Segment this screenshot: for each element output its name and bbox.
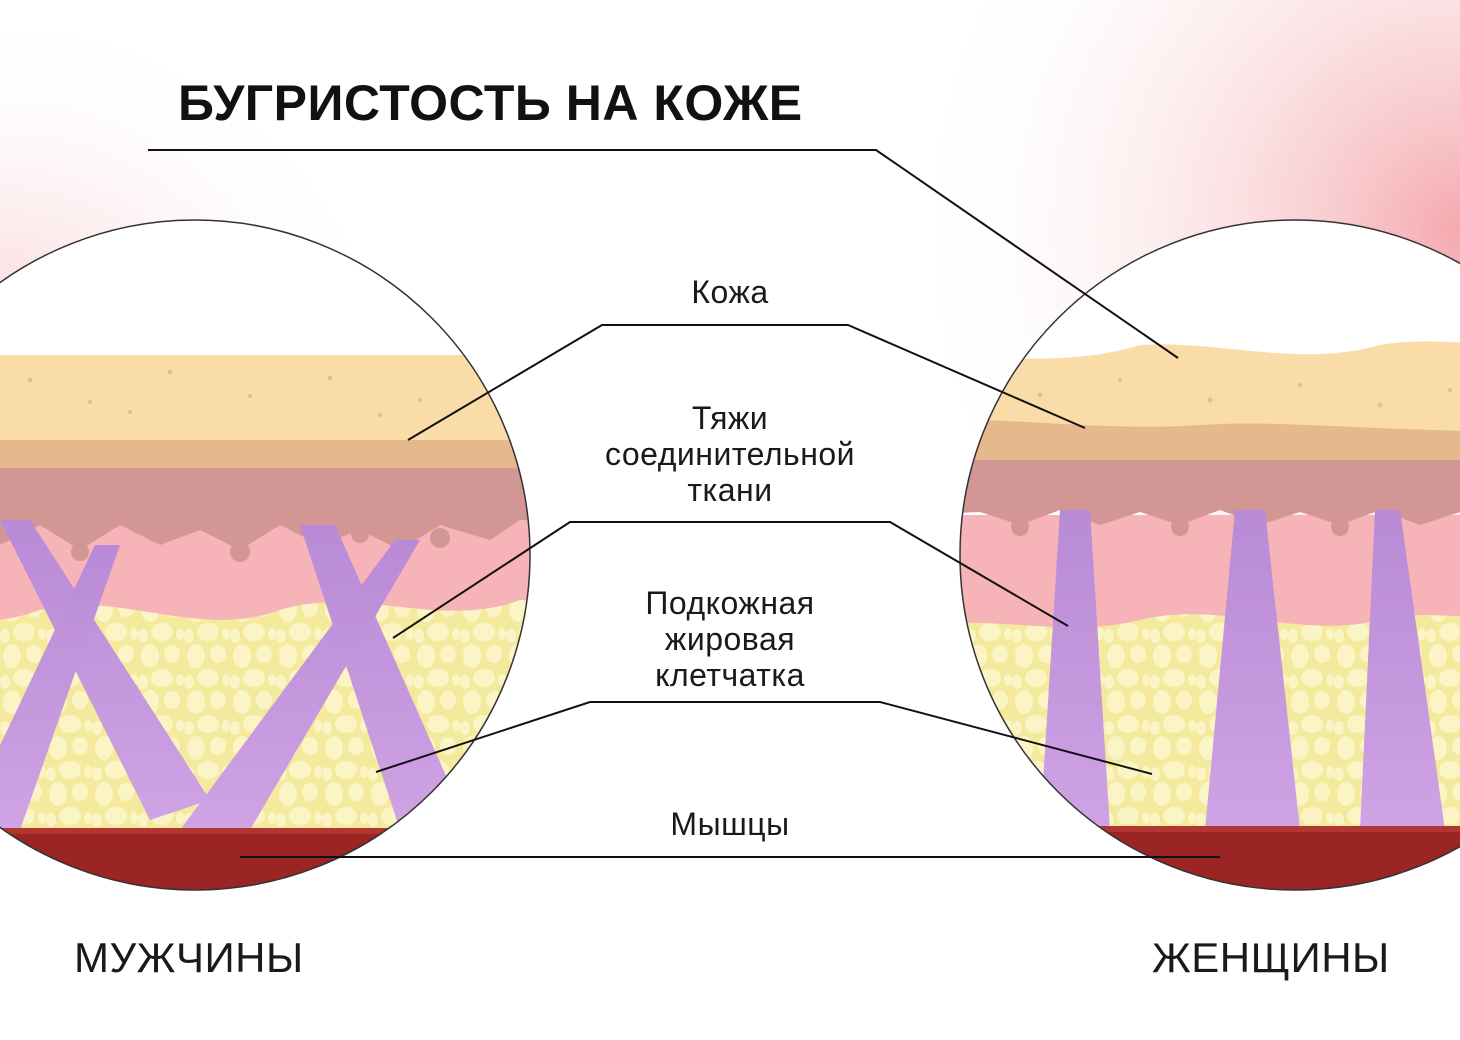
skin-leader-line [407, 324, 1086, 441]
men-skin-layer [0, 355, 530, 440]
women-caption: ЖЕНЩИНЫ [1152, 934, 1390, 981]
men-caption: МУЖЧИНЫ [74, 934, 304, 981]
women-skin-layer [960, 341, 1460, 430]
connective-tissue-label-line: Тяжи [691, 400, 769, 436]
men-septum [300, 525, 470, 830]
muscles-label-text: Мышцы [670, 806, 790, 842]
men-dermis [0, 468, 530, 550]
women-muscle-layer [960, 826, 1460, 890]
page-title: БУГРИСТОСТЬ НА КОЖЕ [178, 75, 803, 131]
connective-tissue-label: Тяжи соединительной ткани [520, 400, 940, 508]
men-septum [0, 520, 210, 820]
title-leader-line [148, 149, 1179, 359]
men-cross-section [0, 220, 530, 890]
subcutaneous-fat-label-line: Подкожная [645, 585, 815, 621]
women-dermis [960, 460, 1460, 525]
subcutaneous-fat-label-line: жировая [664, 621, 796, 657]
connective-tissue-label-line: соединительной [604, 436, 856, 472]
muscles-label: Мышцы [520, 806, 940, 842]
women-circle-outline [959, 219, 1460, 891]
women-septum [1360, 510, 1445, 830]
leader-lines [148, 149, 1220, 858]
subcutaneous-fat-label: Подкожная жировая клетчатка [520, 585, 940, 693]
connective-tissue-leader-line [392, 521, 1069, 639]
skin-label: Кожа [520, 274, 940, 310]
men-septum [0, 545, 120, 830]
women-septum [1205, 510, 1300, 830]
skin-label-text: Кожа [691, 274, 769, 310]
men-septum [180, 540, 420, 830]
connective-tissue-label-line: ткани [687, 472, 773, 508]
men-circle-outline [0, 219, 531, 891]
subcutaneous-fat-label-line: клетчатка [655, 657, 805, 693]
fat-leader-line [375, 701, 1153, 775]
men-muscle-layer [0, 828, 530, 890]
women-cross-section [960, 220, 1460, 890]
